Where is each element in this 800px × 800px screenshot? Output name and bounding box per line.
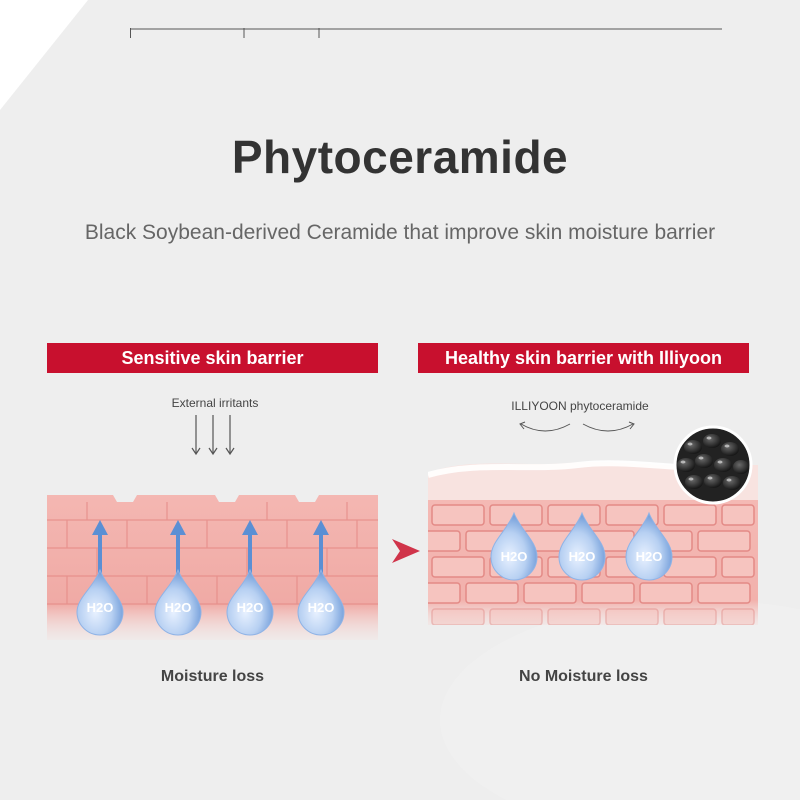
external-irritants-label: External irritants (171, 396, 259, 410)
drop-label: H2O (308, 600, 335, 615)
page-subtitle: Black Soybean-derived Ceramide that impr… (84, 221, 716, 244)
drop-label: H2O (165, 600, 192, 615)
healthy-barrier-banner: Healthy skin barrier with Illiyoon (418, 343, 749, 373)
page-title: Phytoceramide (231, 131, 569, 183)
down-arrow-icon (191, 415, 235, 456)
sensitive-barrier-banner: Sensitive skin barrier (47, 343, 378, 373)
drop-label: H2O (237, 600, 264, 615)
phytoceramide-label: ILLIYOON phytoceramide (511, 399, 649, 413)
drop-label: H2O (501, 549, 528, 564)
drop-label: H2O (87, 600, 114, 615)
drop-label: H2O (569, 549, 596, 564)
black-soybean-image (673, 425, 753, 505)
curved-arrow-icon (519, 421, 635, 432)
chevron-right-icon (392, 539, 420, 563)
drop-label: H2O (636, 549, 663, 564)
no-moisture-loss-caption: No Moisture loss (519, 668, 648, 685)
damaged-skin-illustration: H2O H2O H2O H2O (47, 495, 378, 640)
top-divider (130, 28, 722, 38)
moisture-loss-caption: Moisture loss (160, 668, 265, 685)
healthy-skin-illustration: H2O H2O H2O (428, 425, 758, 625)
